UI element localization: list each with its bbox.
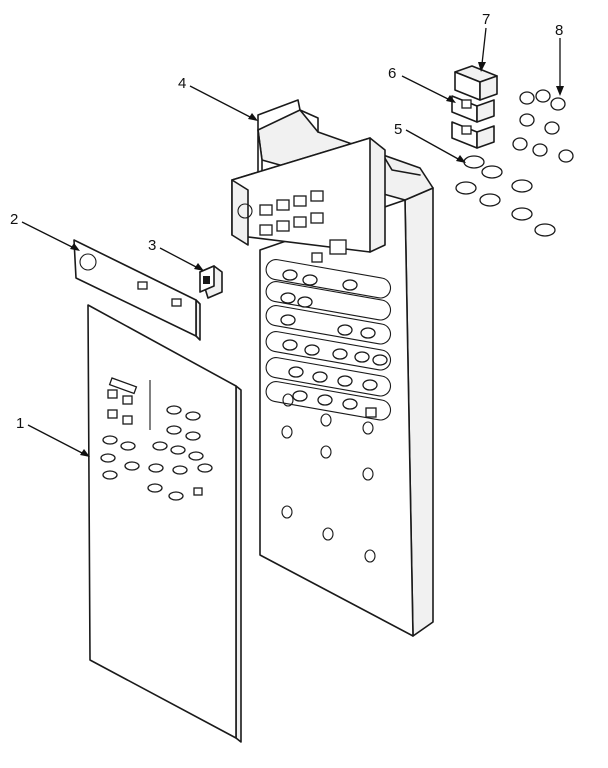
callout-5: 5 xyxy=(394,121,402,138)
callout-1: 1 xyxy=(16,415,24,432)
callout-7: 7 xyxy=(482,11,490,28)
small-knob xyxy=(199,265,223,299)
overlay-keys xyxy=(100,389,213,501)
callout-4: 4 xyxy=(178,75,186,92)
callout-2: 2 xyxy=(10,211,18,228)
frame-mounting-holes xyxy=(281,393,376,563)
callout-arrows xyxy=(21,27,564,457)
front-overlay-panel xyxy=(87,304,242,743)
callout-8: 8 xyxy=(555,22,563,39)
stacked-switches xyxy=(451,65,498,149)
callout-6: 6 xyxy=(388,65,396,82)
frame-button-slots xyxy=(265,259,392,421)
push-button-caps xyxy=(455,155,556,237)
housing-switch-windows xyxy=(259,190,347,263)
small-knobs xyxy=(512,89,574,163)
bracket-plate xyxy=(73,239,201,341)
control-panel-frame xyxy=(231,99,434,637)
callout-3: 3 xyxy=(148,237,156,254)
